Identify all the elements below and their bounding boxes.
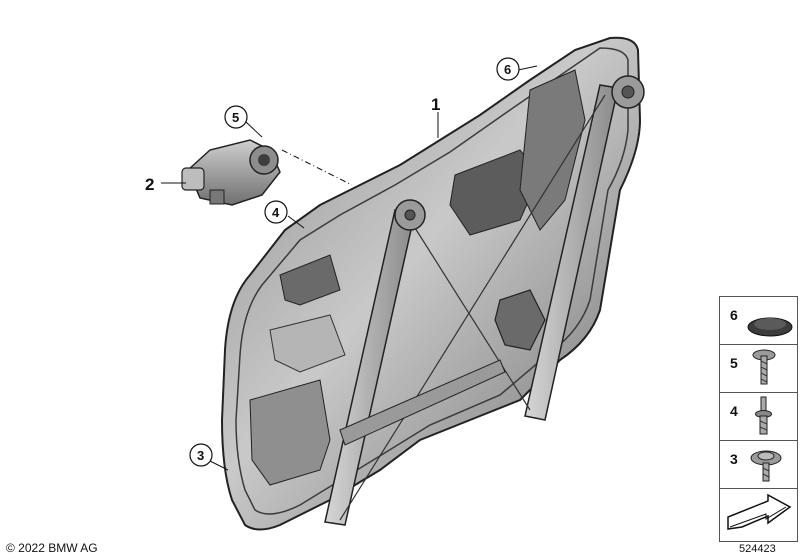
diagram-number: 524423 bbox=[739, 543, 776, 555]
legend-item-3: 3 bbox=[720, 441, 797, 489]
legend-item-5: 5 bbox=[720, 345, 797, 393]
window-regulator-rails bbox=[324, 84, 619, 526]
legend-item-label: 6 bbox=[730, 307, 738, 323]
legend-item-6: 6 bbox=[720, 297, 797, 345]
callout-4: 4 bbox=[264, 200, 288, 224]
legend-item-label: 3 bbox=[730, 451, 738, 467]
callout-3: 3 bbox=[189, 443, 213, 467]
legend-item-label: 5 bbox=[730, 355, 738, 371]
hardware-legend: 6 5 4 3 bbox=[719, 296, 798, 542]
callout-1-label: 1 bbox=[431, 95, 440, 114]
callout-5-label: 5 bbox=[232, 110, 239, 125]
door-module-carrier bbox=[220, 36, 642, 531]
copyright-text: © 2022 BMW AG bbox=[6, 541, 98, 555]
callout-5: 5 bbox=[224, 105, 248, 129]
legend-item-label: 4 bbox=[730, 403, 738, 419]
callout-1: 1 bbox=[431, 95, 440, 114]
regulator-pulley-upper bbox=[611, 75, 645, 109]
window-lift-motor bbox=[181, 139, 281, 206]
callout-2: 2 bbox=[145, 175, 154, 194]
flange-screw-icon bbox=[752, 349, 776, 385]
leader-lines bbox=[161, 65, 538, 471]
legend-arrow-cell bbox=[720, 489, 797, 537]
rubber-plug-icon bbox=[747, 317, 793, 337]
next-page-arrow-icon bbox=[727, 493, 792, 530]
callout-4-label: 4 bbox=[272, 205, 280, 220]
stud-bolt-icon bbox=[755, 396, 772, 435]
regulator-pulley-lower bbox=[394, 199, 426, 231]
regulator-motor-mount bbox=[494, 289, 546, 351]
callout-3-label: 3 bbox=[197, 448, 204, 463]
legend-item-4: 4 bbox=[720, 393, 797, 441]
washer-screw-icon bbox=[750, 450, 782, 482]
callout-2-label: 2 bbox=[145, 175, 154, 194]
callout-6: 6 bbox=[496, 57, 520, 81]
callout-6-label: 6 bbox=[504, 62, 511, 77]
